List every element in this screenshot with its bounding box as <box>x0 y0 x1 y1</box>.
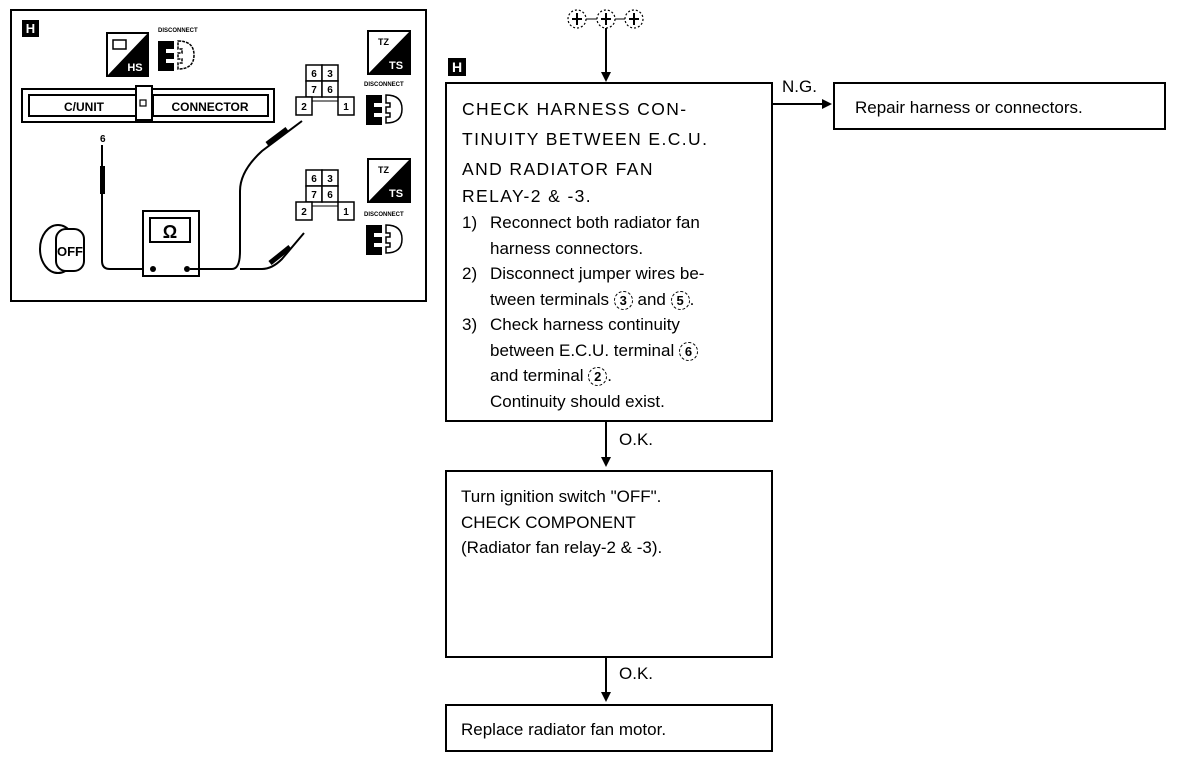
svg-text:OFF: OFF <box>57 244 83 259</box>
section-h-icon <box>22 20 39 37</box>
svg-text:DISCONNECT: DISCONNECT <box>364 82 404 88</box>
svg-text:TZ: TZ <box>378 165 389 175</box>
check-component-box: Turn ignition switch "OFF". CHECK COMPON… <box>445 470 773 658</box>
terminal-5-badge: 5 <box>670 290 690 310</box>
repair-box: Repair harness or connectors. <box>833 82 1166 130</box>
left-probe-wire <box>101 145 150 270</box>
arrow-right-icon <box>822 99 832 109</box>
disconnect-icon: DISCONNECT <box>158 28 198 71</box>
terminal-2-badge: 2 <box>588 367 608 386</box>
svg-text:6: 6 <box>327 190 333 201</box>
svg-text:C/UNIT: C/UNIT <box>64 100 105 114</box>
svg-text:HS: HS <box>127 62 142 74</box>
arrow-down-icon <box>601 72 611 82</box>
flow-line <box>605 422 607 458</box>
svg-text:TS: TS <box>389 188 403 200</box>
svg-text:3: 3 <box>327 174 333 185</box>
svg-text:DISCONNECT: DISCONNECT <box>364 212 404 218</box>
section-h-label: H <box>26 21 35 36</box>
flow-line <box>605 28 607 73</box>
ecu-terminal-label: 6 <box>100 134 106 145</box>
ng-label: N.G. <box>782 77 817 96</box>
disconnect-icon: DISCONNECT <box>364 212 404 255</box>
svg-text:CONNECTOR: CONNECTOR <box>171 100 248 114</box>
svg-text:6: 6 <box>311 69 317 80</box>
arrow-down-icon <box>601 457 611 467</box>
svg-text:6: 6 <box>327 85 333 96</box>
ohmmeter-icon: Ω <box>142 210 200 277</box>
arrow-down-icon <box>601 692 611 702</box>
ok-label: O.K. <box>619 430 654 449</box>
relay1-probe-wire <box>190 120 303 270</box>
ignition-off-icon: OFF <box>39 224 85 274</box>
step-3: 3) Check harness continuity between E.C.… <box>462 312 771 414</box>
terminal-3-badge: 3 <box>613 290 633 310</box>
disconnect-icon: DISCONNECT <box>364 82 404 125</box>
svg-text:6: 6 <box>311 174 317 185</box>
relay-2-connector: 6 3 7 6 2 1 <box>295 64 355 116</box>
svg-text:Ω: Ω <box>163 222 177 242</box>
ecu-connector: C/UNIT CONNECTOR <box>21 85 275 123</box>
ts-icon: TZ TS <box>367 158 411 203</box>
svg-text:3: 3 <box>327 69 333 80</box>
svg-text:DISCONNECT: DISCONNECT <box>158 28 198 34</box>
ok-label: O.K. <box>619 664 654 683</box>
svg-text:TZ: TZ <box>378 37 389 47</box>
test-setup-diagram: H HS DISCONNECT C/UNIT CONNECTOR 6 <box>10 9 427 302</box>
svg-text:2: 2 <box>301 207 307 218</box>
relay2-probe-wire <box>240 232 305 270</box>
svg-text:7: 7 <box>311 85 317 96</box>
section-h-icon: H <box>448 58 466 76</box>
entry-connectors <box>563 6 648 32</box>
svg-text:TS: TS <box>389 60 403 72</box>
step-2: 2) Disconnect jumper wires be- tween ter… <box>462 264 705 310</box>
relay-3-connector: 6 3 7 6 2 1 <box>295 169 355 221</box>
check-title: CHECK HARNESS CON- TINUITY BETWEEN E.C.U… <box>462 99 709 206</box>
terminal-6-badge: 6 <box>678 341 698 361</box>
svg-text:7: 7 <box>311 190 317 201</box>
svg-text:1: 1 <box>343 102 349 113</box>
hs-icon: HS <box>106 32 149 77</box>
wiring-diagram-svg: H HS DISCONNECT C/UNIT CONNECTOR 6 <box>21 20 411 277</box>
ts-icon: TZ TS <box>367 30 411 75</box>
replace-box: Replace radiator fan motor. <box>445 704 773 752</box>
svg-text:1: 1 <box>343 207 349 218</box>
svg-text:2: 2 <box>301 102 307 113</box>
check-harness-box: CHECK HARNESS CON- TINUITY BETWEEN E.C.U… <box>445 82 773 422</box>
flow-line <box>773 103 823 105</box>
flow-line <box>605 658 607 693</box>
